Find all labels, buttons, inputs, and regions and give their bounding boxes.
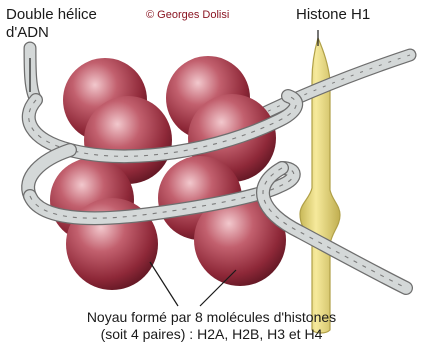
- core-label: Noyau formé par 8 molécules d'histones (…: [0, 309, 423, 342]
- dna-label-line1: Double hélice: [6, 6, 97, 24]
- dna-label-line2: d'ADN: [6, 24, 97, 42]
- copyright-text: © Georges Dolisi: [146, 9, 229, 22]
- core-label-line1: Noyau formé par 8 molécules d'histones: [0, 309, 423, 326]
- dna-top-left-entry: [30, 48, 36, 100]
- core-label-line2: (soit 4 paires) : H2A, H2B, H3 et H4: [0, 326, 423, 343]
- dna-label: Double hélice d'ADN: [6, 6, 97, 41]
- leader-core-left: [150, 262, 178, 306]
- histone-h1-label: Histone H1: [296, 6, 370, 24]
- histone-core: [50, 56, 286, 290]
